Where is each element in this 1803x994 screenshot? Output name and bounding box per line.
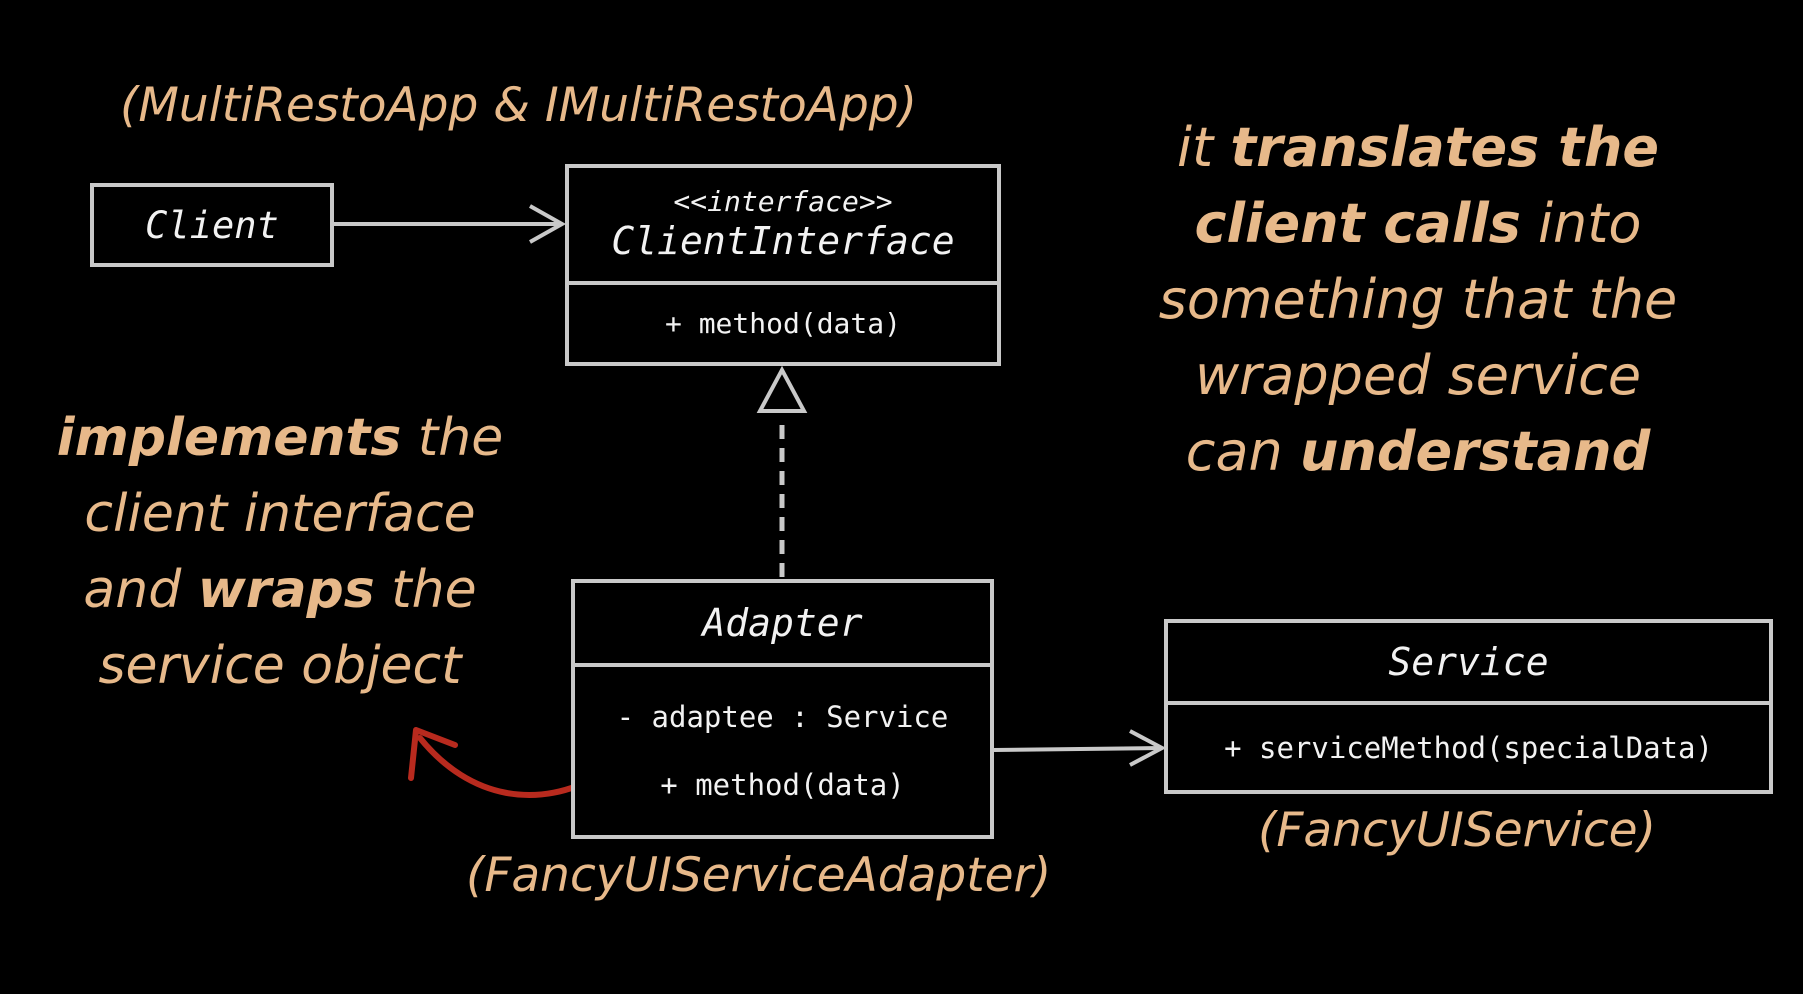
client-interface-method: + method(data) [664, 307, 901, 340]
note-text: and [83, 560, 198, 620]
service-method: + serviceMethod(specialData) [1224, 730, 1713, 765]
service-methods: + serviceMethod(specialData) [1168, 701, 1769, 790]
client-interface-header: <<interface>> ClientInterface [569, 168, 997, 281]
note-line: and wraps the [20, 552, 540, 628]
note-emphasis: wraps [197, 560, 375, 620]
note-text: it [1176, 116, 1231, 179]
note-emphasis: implements [56, 408, 402, 468]
adapter-members: - adaptee : Service + method(data) [575, 663, 990, 835]
note-emphasis: translates the [1230, 116, 1660, 179]
note-line: can understand [1118, 414, 1718, 490]
client-class-box: Client [90, 183, 334, 267]
note-line: implements the [20, 400, 540, 476]
note-text: can [1185, 420, 1300, 483]
adapter-header: Adapter [575, 583, 990, 663]
service-class-box: Service + serviceMethod(specialData) [1164, 619, 1773, 794]
note-emphasis: client calls [1194, 192, 1521, 255]
client-interface-class-box: <<interface>> ClientInterface + method(d… [565, 164, 1001, 366]
note-line: client calls into [1118, 186, 1718, 262]
note-line: wrapped service [1194, 344, 1642, 407]
note-line: client interface [84, 484, 476, 544]
service-implementation-label: (FancyUIService) [1258, 803, 1656, 858]
note-text: into [1520, 192, 1642, 255]
adapter-field: - adaptee : Service [616, 700, 949, 735]
client-interface-methods: + method(data) [569, 281, 997, 362]
adapter-class-box: Adapter - adaptee : Service + method(dat… [571, 579, 994, 839]
client-interface-class-name: ClientInterface [611, 218, 955, 263]
client-implementation-label: (MultiRestoApp & IMultiRestoApp) [120, 78, 917, 133]
translation-note: it translates the client calls into some… [1118, 110, 1718, 490]
service-header: Service [1168, 623, 1769, 701]
note-text: the [401, 408, 504, 468]
realization-arrow [756, 365, 808, 577]
note-text: the [374, 560, 477, 620]
note-line: service object [98, 636, 462, 696]
service-class-name: Service [1388, 640, 1549, 684]
adapter-role-note: implements the client interface and wrap… [20, 400, 540, 704]
note-emphasis: understand [1299, 420, 1651, 483]
adapter-class-name: Adapter [702, 601, 863, 645]
note-line: something that the [1158, 268, 1678, 331]
interface-stereotype: <<interface>> [673, 184, 893, 218]
adapter-to-service-arrow [993, 729, 1167, 767]
client-to-interface-arrow [334, 204, 567, 244]
note-line: it translates the [1118, 110, 1718, 186]
client-class-name: Client [145, 203, 279, 247]
adapter-method: + method(data) [660, 767, 905, 802]
adapter-implementation-label: (FancyUIServiceAdapter) [466, 848, 1052, 903]
